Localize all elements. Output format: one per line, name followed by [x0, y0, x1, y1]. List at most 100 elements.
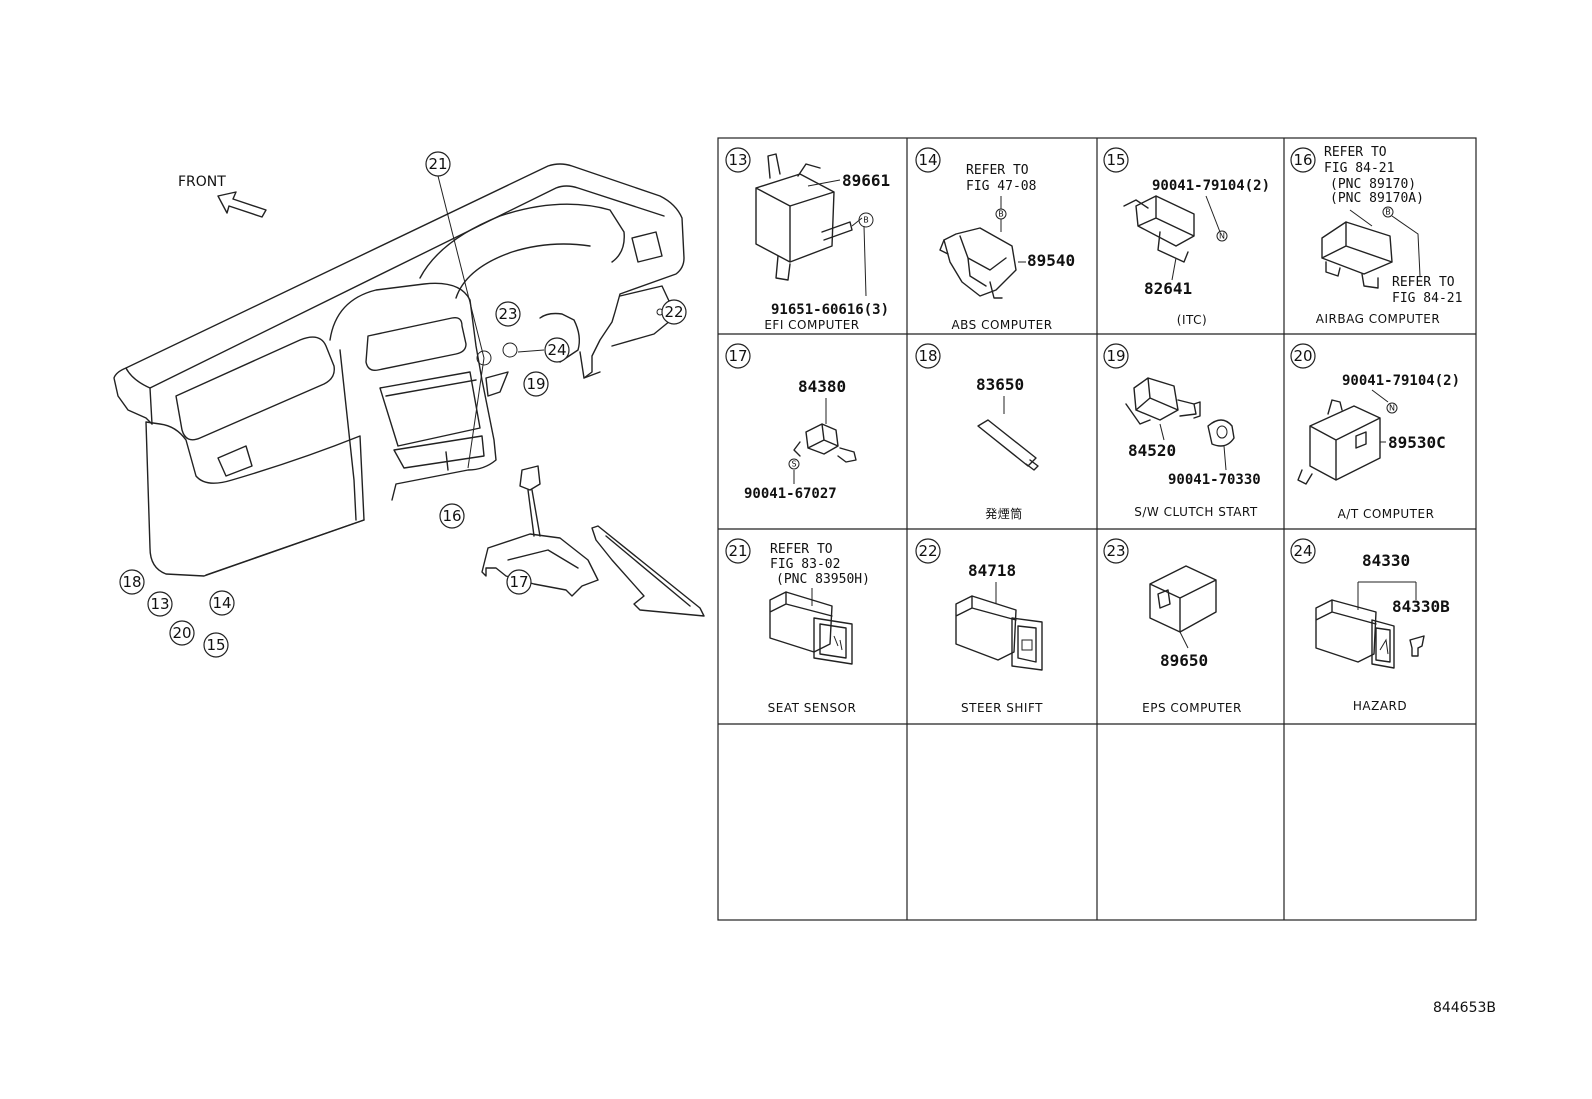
cell-number: 14 — [918, 151, 937, 169]
cell-caption: HAZARD — [1353, 699, 1407, 713]
callout-21: 21 — [425, 151, 451, 177]
cell-efi-computer: 13 B 89661 91651-60616(3) EFI COMPUTER — [725, 147, 890, 332]
cell-number: 23 — [1106, 542, 1125, 560]
cell-number: 18 — [918, 347, 937, 365]
callout-15: 15 — [203, 632, 229, 658]
airbag-computer-unit — [1321, 221, 1393, 275]
lower-left-panel — [145, 421, 365, 577]
front-label: FRONT — [178, 174, 226, 190]
part-number: 89661 — [842, 171, 890, 190]
part-number: 90041-67027 — [744, 486, 837, 502]
clutch-start-switch — [1133, 377, 1179, 421]
hazard-screw — [1409, 635, 1425, 657]
eps-computer-unit — [1149, 565, 1217, 633]
cell-caption: A/T COMPUTER — [1338, 507, 1435, 521]
svg-text:FIG 47-08: FIG 47-08 — [966, 179, 1036, 194]
cell-caption: S/W CLUTCH START — [1134, 505, 1258, 519]
center-stack — [329, 282, 497, 521]
svg-text:21: 21 — [428, 155, 447, 173]
parts-grid — [717, 137, 1477, 921]
part-number: 90041-79104(2) — [1342, 373, 1460, 389]
part-number: 84330B — [1392, 597, 1450, 616]
cell-airbag-computer: 16 REFER TO FIG 84-21 (PNC 89170) (PNC 8… — [1290, 145, 1462, 326]
cell-number: 19 — [1106, 347, 1125, 365]
abs-computer-bracket — [943, 227, 1017, 297]
svg-text:N: N — [1389, 404, 1395, 413]
cell-caption: STEER SHIFT — [961, 701, 1043, 715]
callout-18: 18 — [119, 569, 145, 595]
svg-text:23: 23 — [498, 305, 517, 323]
part-number: 90041-79104(2) — [1152, 178, 1270, 194]
seat-sensor-switch — [769, 591, 833, 653]
side-trim — [591, 525, 705, 617]
cell-caption: SEAT SENSOR — [768, 701, 857, 715]
flare-tube — [977, 419, 1039, 471]
diagram-code: 844653B — [1433, 1000, 1496, 1016]
dashboard-overview: FRONT — [113, 163, 705, 617]
svg-text:B: B — [1385, 208, 1391, 217]
cell-number: 24 — [1293, 542, 1312, 560]
cell-abs-computer: 14 REFER TO FIG 47-08 B 89540 ABS COMPUT… — [915, 147, 1075, 332]
cell-number: 16 — [1293, 151, 1312, 169]
svg-text:REFER TO: REFER TO — [1324, 145, 1387, 160]
cell-number: 15 — [1106, 151, 1125, 169]
cell-number: 17 — [728, 347, 747, 365]
svg-text:REFER TO: REFER TO — [770, 542, 833, 557]
cell-flare: 18 83650 発煙筒 — [915, 343, 1039, 521]
cell-eps-computer: 23 89650 EPS COMPUTER — [1103, 538, 1242, 715]
svg-text:N: N — [1219, 232, 1225, 241]
part-number: 84380 — [798, 377, 846, 396]
front-arrow-icon — [217, 191, 267, 218]
cell-hazard: 24 84330 84330B HAZARD — [1290, 538, 1450, 713]
part-number: 84330 — [1362, 551, 1410, 570]
svg-text:REFER TO: REFER TO — [1392, 275, 1455, 290]
part-number: 83650 — [976, 375, 1024, 394]
switch-84380 — [805, 423, 839, 455]
svg-text:18: 18 — [122, 573, 141, 591]
svg-text:S: S — [791, 460, 796, 469]
itc-unit — [1135, 195, 1195, 247]
callout-14: 14 — [209, 590, 235, 616]
hazard-switch — [1315, 599, 1377, 663]
svg-text:13: 13 — [150, 595, 169, 613]
part-number: 89540 — [1027, 251, 1075, 270]
at-computer-unit — [1309, 405, 1381, 481]
svg-text:20: 20 — [172, 624, 191, 642]
svg-text:FIG 83-02: FIG 83-02 — [770, 557, 840, 572]
cell-clutch-start: 19 84520 90041-70330 S/W CLUTCH START — [1103, 343, 1261, 519]
svg-text:24: 24 — [547, 341, 566, 359]
callout-24: 24 — [544, 337, 570, 363]
cell-caption: AIRBAG COMPUTER — [1316, 312, 1440, 326]
console-plate — [481, 533, 599, 597]
part-number: 89650 — [1160, 651, 1208, 670]
svg-text:15: 15 — [206, 636, 225, 654]
callout-22: 22 — [661, 299, 687, 325]
steer-shift-switch — [955, 595, 1017, 661]
cell-number: 21 — [728, 542, 747, 560]
shift-lever — [519, 465, 541, 537]
part-number: 82641 — [1144, 279, 1192, 298]
part-number: 90041-70330 — [1168, 472, 1261, 488]
cell-84380: 17 84380 S 90041-67027 — [725, 343, 857, 502]
dashboard-shell — [113, 163, 685, 425]
cell-caption: EFI COMPUTER — [764, 318, 859, 332]
svg-text:14: 14 — [212, 594, 231, 612]
cell-caption: (ITC) — [1177, 313, 1207, 327]
svg-text:22: 22 — [664, 303, 683, 321]
part-number: 84718 — [968, 561, 1016, 580]
callout-16: 16 — [439, 503, 465, 529]
cell-number: 20 — [1293, 347, 1312, 365]
svg-text:19: 19 — [526, 375, 545, 393]
part-number: 84520 — [1128, 441, 1176, 460]
overview-callouts: 21 23 22 24 19 16 17 18 13 14 20 15 — [119, 151, 687, 658]
cell-caption: EPS COMPUTER — [1142, 701, 1242, 715]
svg-text:16: 16 — [442, 507, 461, 525]
cell-caption: ABS COMPUTER — [951, 318, 1052, 332]
cell-itc: 15 90041-79104(2) N 82641 (ITC) — [1103, 147, 1270, 327]
svg-text:(PNC 89170): (PNC 89170) — [1330, 177, 1416, 192]
svg-text:(PNC 89170A): (PNC 89170A) — [1330, 191, 1424, 206]
svg-text:B: B — [863, 216, 869, 225]
cell-at-computer: 20 90041-79104(2) N 89530C A/T COMPUTER — [1290, 343, 1460, 521]
cell-number: 22 — [918, 542, 937, 560]
svg-text:B: B — [998, 210, 1004, 219]
